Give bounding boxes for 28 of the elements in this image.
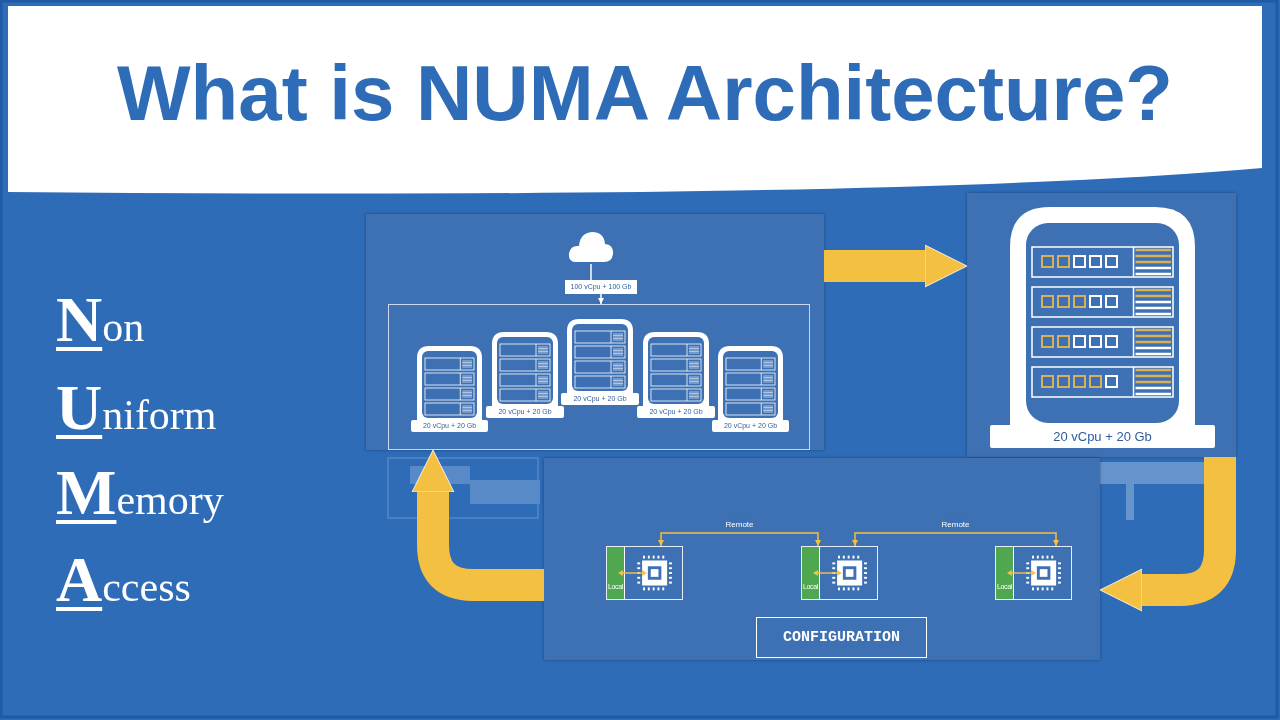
connector-line: [590, 263, 592, 281]
acronym-word: Uniform: [56, 378, 217, 445]
cpu-node: [606, 546, 683, 600]
acronym-word: Access: [56, 550, 191, 617]
acronym-word: Memory: [56, 463, 224, 530]
capacity-label: 20 vCpu + 20 Gb: [990, 425, 1215, 448]
server-rack: [990, 207, 1215, 448]
cpu-node: [801, 546, 878, 600]
edge-label: Remote: [939, 519, 972, 529]
screenshot-panel: [967, 193, 1236, 457]
arrow: [598, 293, 604, 305]
server-node: [561, 319, 639, 405]
server-node: [637, 332, 715, 418]
flow-arrow: [824, 244, 968, 288]
configuration-button: CONFIGURATION: [756, 617, 927, 658]
title: What is NUMA Architecture?: [116, 48, 1174, 138]
server-node: [712, 346, 789, 432]
flow-arrow: [1099, 457, 1236, 612]
arrow: [658, 532, 821, 547]
acronym-word: Non: [56, 290, 145, 357]
edge-label: Remote: [723, 519, 756, 529]
screenshot-panel: [366, 214, 824, 450]
cpu-node: [995, 546, 1072, 600]
screenshot-panel: [544, 458, 1100, 660]
server-node: [486, 332, 564, 418]
arrow: [852, 532, 1059, 547]
cluster-box: [388, 304, 810, 450]
server-node: [411, 346, 488, 432]
